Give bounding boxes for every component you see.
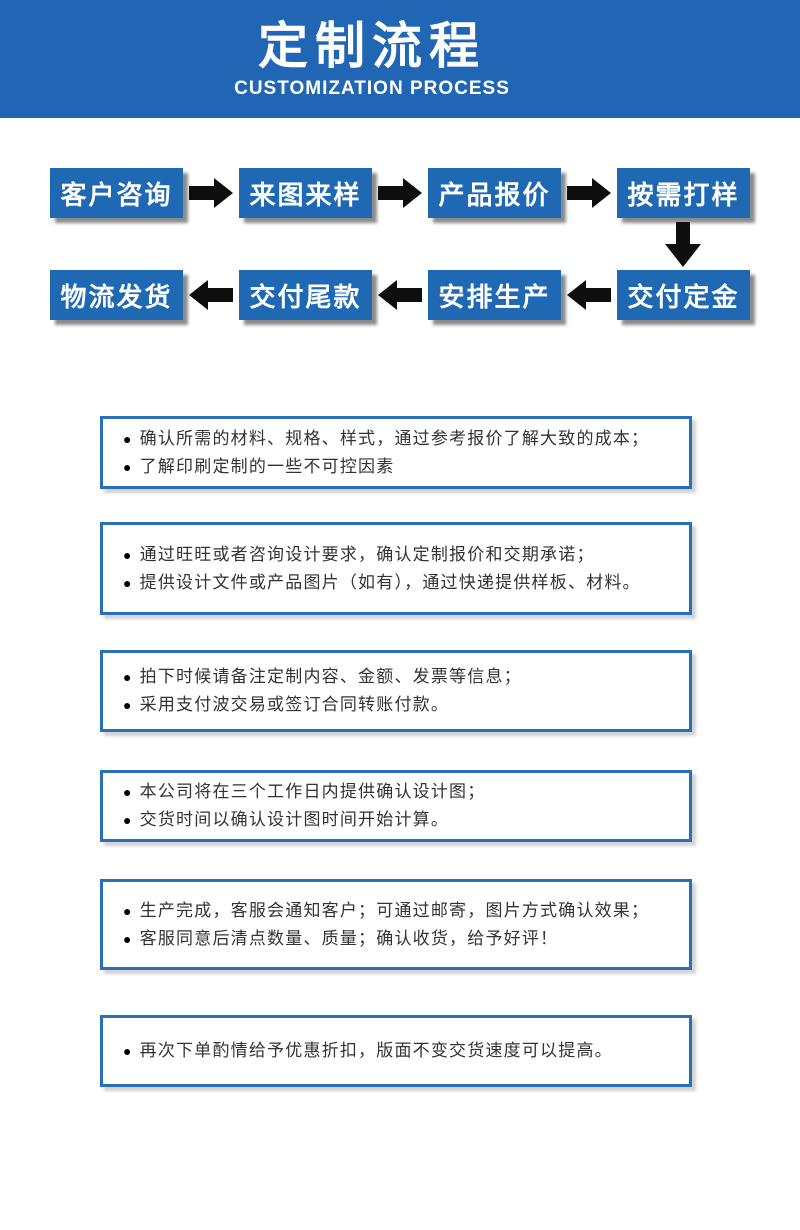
note-line: ● 提供设计文件或产品图片（如有），通过快递提供样板、材料。 [123, 569, 675, 597]
banner-text-block: 定制流程 CUSTOMIZATION PROCESS [234, 17, 510, 100]
note-line: ● 生产完成，客服会通知客户；可通过邮寄，图片方式确认效果； [123, 897, 675, 925]
arrow-down-icon [648, 222, 718, 267]
note-text: 确认所需的材料、规格、样式，通过参考报价了解大致的成本； [139, 428, 650, 448]
note-text: 拍下时候请备注定制内容、金额、发票等信息； [139, 667, 522, 686]
note-line: ● 交货时间以确认设计图时间开始计算。 [123, 806, 675, 834]
bullet-icon: ● [123, 784, 133, 800]
flow-step-deposit-payment: 交付定金 [617, 270, 750, 320]
flow-row-2: 物流发货 交付尾款 安排生产 交付定金 [50, 270, 750, 320]
arrow-left-icon [189, 280, 233, 310]
bullet-icon: ● [123, 902, 133, 919]
step-note-5: ● 生产完成，客服会通知客户；可通过邮寄，图片方式确认效果； ● 客服同意后清点… [100, 879, 692, 970]
flow-step-logistics-shipping: 物流发货 [50, 270, 183, 320]
step-note-1: ● 确认所需的材料、规格、样式，通过参考报价了解大致的成本； ● 了解印刷定制的… [100, 416, 692, 489]
bullet-icon: ● [123, 930, 133, 947]
note-text: 本公司将在三个工作日内提供确认设计图； [139, 782, 486, 801]
step-note-3: ● 拍下时候请备注定制内容、金额、发票等信息； ● 采用支付波交易或签订合同转账… [100, 650, 692, 732]
bullet-icon: ● [123, 546, 133, 563]
note-text: 再次下单酌情给予优惠折扣，版面不变交货速度可以提高。 [139, 1041, 613, 1060]
note-line: ● 拍下时候请备注定制内容、金额、发票等信息； [123, 663, 675, 691]
note-text: 提供设计文件或产品图片（如有），通过快递提供样板、材料。 [139, 572, 641, 592]
step-note-6: ● 再次下单酌情给予优惠折扣，版面不变交货速度可以提高。 [100, 1015, 692, 1087]
arrow-left-icon [378, 280, 422, 310]
page-subtitle: CUSTOMIZATION PROCESS [234, 77, 510, 99]
note-line: ● 通过旺旺或者咨询设计要求，确认定制报价和交期承诺； [123, 541, 675, 569]
note-text: 通过旺旺或者咨询设计要求，确认定制报价和交期承诺； [139, 544, 595, 564]
note-text: 了解印刷定制的一些不可控因素 [139, 456, 395, 476]
bullet-icon: ● [123, 697, 133, 713]
note-line: ● 再次下单酌情给予优惠折扣，版面不变交货速度可以提高。 [123, 1037, 675, 1065]
note-line: ● 客服同意后清点数量、质量；确认收货，给予好评！ [123, 925, 675, 953]
step-note-2: ● 通过旺旺或者咨询设计要求，确认定制报价和交期承诺； ● 提供设计文件或产品图… [100, 522, 692, 615]
process-flowchart: 客户咨询 来图来样 产品报价 按需打样 物流发货 交付尾款 安排生产 交付定金 [0, 168, 800, 320]
flow-step-product-quote: 产品报价 [428, 168, 561, 218]
note-line: ● 本公司将在三个工作日内提供确认设计图； [123, 778, 675, 806]
flow-step-sample-artwork: 来图来样 [239, 168, 372, 218]
note-line: ● 采用支付波交易或签订合同转账付款。 [123, 691, 675, 719]
note-text: 生产完成，客服会通知客户；可通过邮寄，图片方式确认效果； [139, 900, 650, 920]
arrow-right-icon [189, 178, 233, 208]
bullet-icon: ● [123, 1043, 133, 1059]
banner: 定制流程 CUSTOMIZATION PROCESS [0, 0, 800, 118]
arrow-right-icon [378, 178, 422, 208]
flow-connector-row [50, 218, 750, 270]
bullet-icon: ● [123, 430, 133, 447]
arrow-right-icon [567, 178, 611, 208]
note-text: 采用支付波交易或签订合同转账付款。 [139, 695, 450, 714]
note-text: 交货时间以确认设计图时间开始计算。 [139, 810, 450, 829]
bullet-icon: ● [123, 812, 133, 828]
flow-row-1: 客户咨询 来图来样 产品报价 按需打样 [50, 168, 750, 218]
flow-step-sample-on-demand: 按需打样 [617, 168, 750, 218]
note-line: ● 了解印刷定制的一些不可控因素 [123, 453, 675, 481]
step-note-4: ● 本公司将在三个工作日内提供确认设计图； ● 交货时间以确认设计图时间开始计算… [100, 770, 692, 842]
flow-step-customer-inquiry: 客户咨询 [50, 168, 183, 218]
bullet-icon: ● [123, 574, 133, 591]
bullet-icon: ● [123, 458, 133, 475]
flow-step-final-payment: 交付尾款 [239, 270, 372, 320]
bullet-icon: ● [123, 669, 133, 685]
page-title: 定制流程 [257, 17, 486, 74]
note-text: 客服同意后清点数量、质量；确认收货，给予好评！ [139, 928, 559, 948]
flow-step-arrange-production: 安排生产 [428, 270, 561, 320]
arrow-left-icon [567, 280, 611, 310]
step-notes: ● 确认所需的材料、规格、样式，通过参考报价了解大致的成本； ● 了解印刷定制的… [100, 416, 692, 1087]
note-line: ● 确认所需的材料、规格、样式，通过参考报价了解大致的成本； [123, 425, 675, 453]
